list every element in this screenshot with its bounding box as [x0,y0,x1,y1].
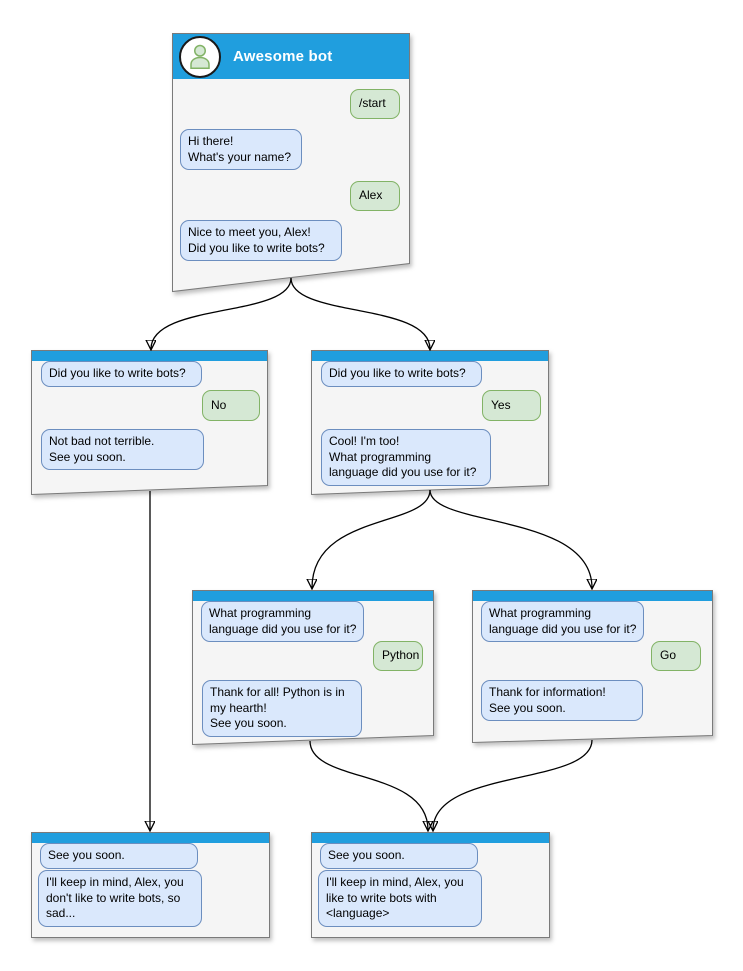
bot-message-bubble: Cool! I'm too! What programming language… [321,429,491,486]
chat-window-end-yes: See you soon. I'll keep in mind, Alex, y… [311,832,550,938]
window-titlebar [312,833,549,843]
bot-message-bubble: Nice to meet you, Alex! Did you like to … [180,220,342,262]
window-titlebar [473,591,712,601]
bot-message-bubble: Did you like to write bots? [321,361,482,387]
bot-message-bubble: I'll keep in mind, Alex, you don't like … [38,870,202,927]
bot-message-bubble: See you soon. [320,843,478,869]
user-message-bubble: No [202,390,260,421]
bot-message-bubble: Thank for all! Python is in my hearth! S… [202,680,362,737]
user-message-bubble: Alex [350,181,400,211]
window-titlebar: Awesome bot [173,34,409,79]
person-icon [190,44,210,69]
chat-window-branch-no: Did you like to write bots? No Not bad n… [31,350,268,496]
arrow-yes-to-go [429,489,592,588]
chat-window-end-no: See you soon. I'll keep in mind, Alex, y… [31,832,270,938]
bot-message-bubble: What programming language did you use fo… [201,601,364,643]
chat-window-branch-python: What programming language did you use fo… [192,590,434,746]
user-message-bubble: Yes [482,390,541,421]
bot-message-bubble: What programming language did you use fo… [481,601,644,643]
bot-message-bubble: Thank for information! See you soon. [481,680,643,722]
chat-window-branch-go: What programming language did you use fo… [472,590,713,744]
user-message-bubble: Python [373,641,423,671]
arrow-python-to-end [309,740,428,830]
bot-message-bubble: Hi there! What's your name? [180,129,302,171]
window-titlebar [193,591,433,601]
window-titlebar [32,351,267,361]
window-titlebar [312,351,548,361]
chat-window-branch-yes: Did you like to write bots? Yes Cool! I'… [311,350,549,496]
bot-message-bubble: See you soon. [40,843,198,869]
window-title: Awesome bot [233,48,333,65]
bot-message-bubble: Did you like to write bots? [41,361,202,387]
user-message-bubble: /start [350,89,400,119]
arrow-go-to-end [433,739,593,830]
bot-avatar [179,35,221,78]
bot-message-bubble: Not bad not terrible. See you soon. [41,429,204,471]
arrow-yes-to-python [312,489,431,588]
bot-message-bubble: I'll keep in mind, Alex, you like to wri… [318,870,482,927]
chat-window-main: Awesome bot /start Hi there! What's your… [172,33,410,293]
user-message-bubble: Go [651,641,701,671]
window-titlebar [32,833,269,843]
